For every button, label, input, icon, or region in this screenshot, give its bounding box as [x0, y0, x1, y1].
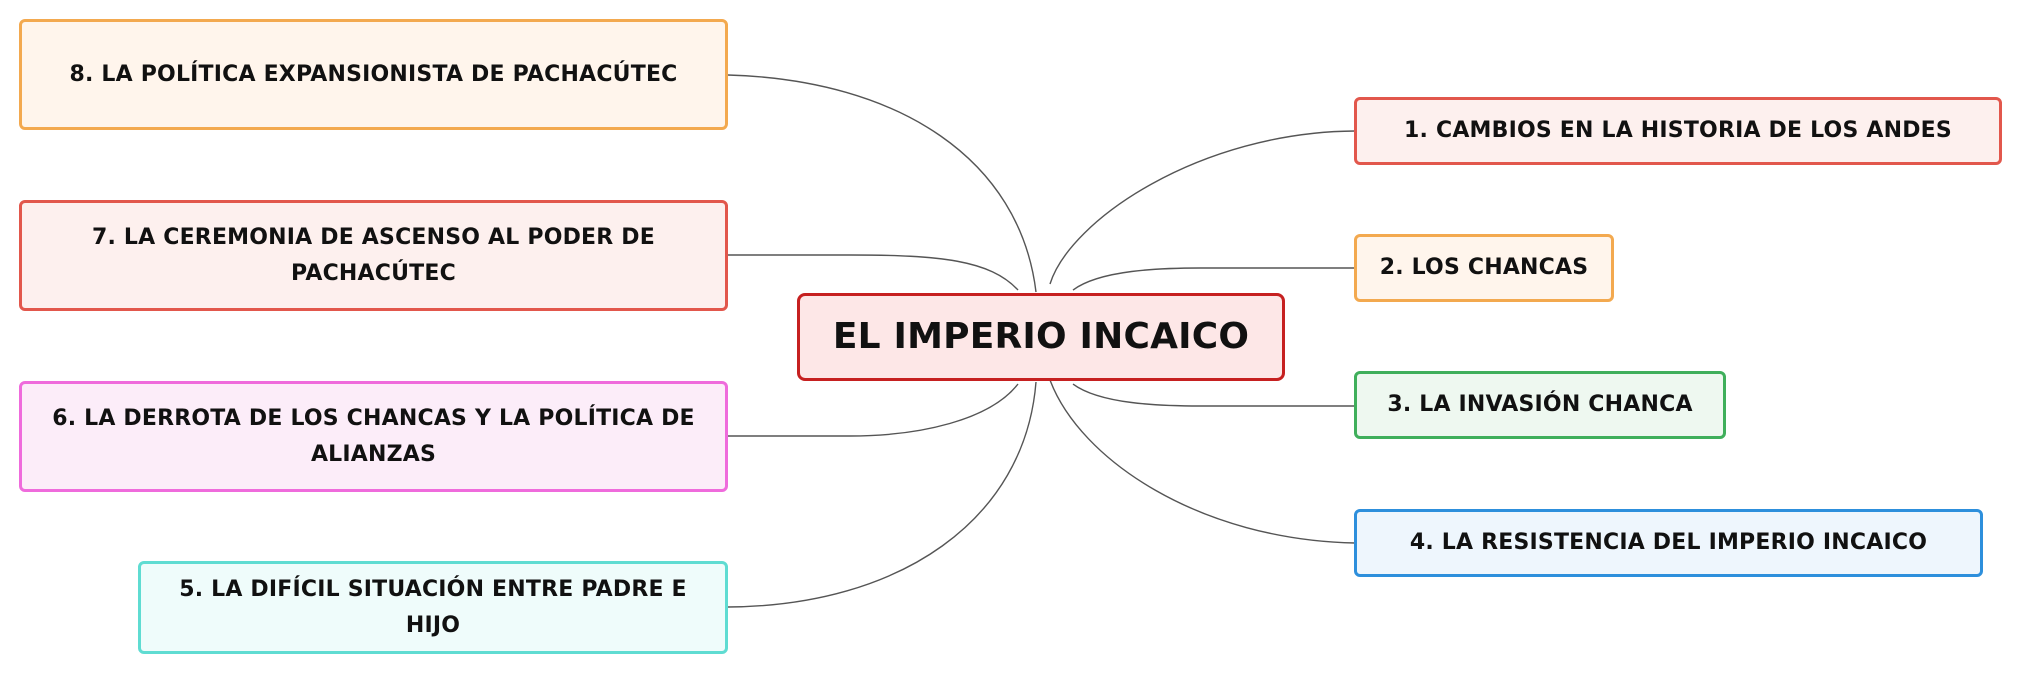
topic-node-4-label: 4. LA RESISTENCIA DEL IMPERIO INCAICO — [1409, 530, 1928, 555]
topic-node-3-label: 3. LA INVASIÓN CHANCA — [1387, 392, 1693, 417]
topic-node-6-label: 6. LA DERROTA DE LOS CHANCAS Y LA POLÍTI… — [52, 405, 695, 467]
connector-n3 — [1072, 383, 1355, 407]
connector-n8 — [727, 74, 1037, 293]
topic-node-5[interactable]: 5. LA DIFÍCIL SITUACIÓN ENTRE PADRE E HI… — [138, 561, 728, 654]
connector-n5 — [727, 381, 1037, 608]
connector-n7 — [728, 254, 1019, 291]
central-topic[interactable]: EL IMPERIO INCAICO — [797, 293, 1285, 381]
topic-node-7-label: 7. LA CEREMONIA DE ASCENSO AL PODER DE P… — [92, 224, 655, 286]
topic-node-3[interactable]: 3. LA INVASIÓN CHANCA — [1354, 371, 1726, 439]
topic-node-2-label: 2. LOS CHANCAS — [1379, 255, 1589, 280]
topic-node-6[interactable]: 6. LA DERROTA DE LOS CHANCAS Y LA POLÍTI… — [19, 381, 728, 492]
connector-n4 — [1049, 379, 1356, 544]
connector-n2 — [1072, 267, 1355, 291]
topic-node-2[interactable]: 2. LOS CHANCAS — [1354, 234, 1614, 302]
topic-node-1[interactable]: 1. CAMBIOS EN LA HISTORIA DE LOS ANDES — [1354, 97, 2002, 165]
topic-node-7[interactable]: 7. LA CEREMONIA DE ASCENSO AL PODER DE P… — [19, 200, 728, 311]
topic-node-4[interactable]: 4. LA RESISTENCIA DEL IMPERIO INCAICO — [1354, 509, 1983, 577]
connector-n6 — [728, 383, 1019, 437]
central-topic-label: EL IMPERIO INCAICO — [832, 316, 1250, 357]
topic-node-8-label: 8. LA POLÍTICA EXPANSIONISTA DE PACHACÚT… — [69, 61, 678, 87]
topic-node-1-label: 1. CAMBIOS EN LA HISTORIA DE LOS ANDES — [1404, 118, 1952, 143]
topic-node-5-label: 5. LA DIFÍCIL SITUACIÓN ENTRE PADRE E HI… — [179, 576, 687, 638]
topic-node-8[interactable]: 8. LA POLÍTICA EXPANSIONISTA DE PACHACÚT… — [19, 19, 728, 130]
connector-n1 — [1049, 130, 1356, 285]
